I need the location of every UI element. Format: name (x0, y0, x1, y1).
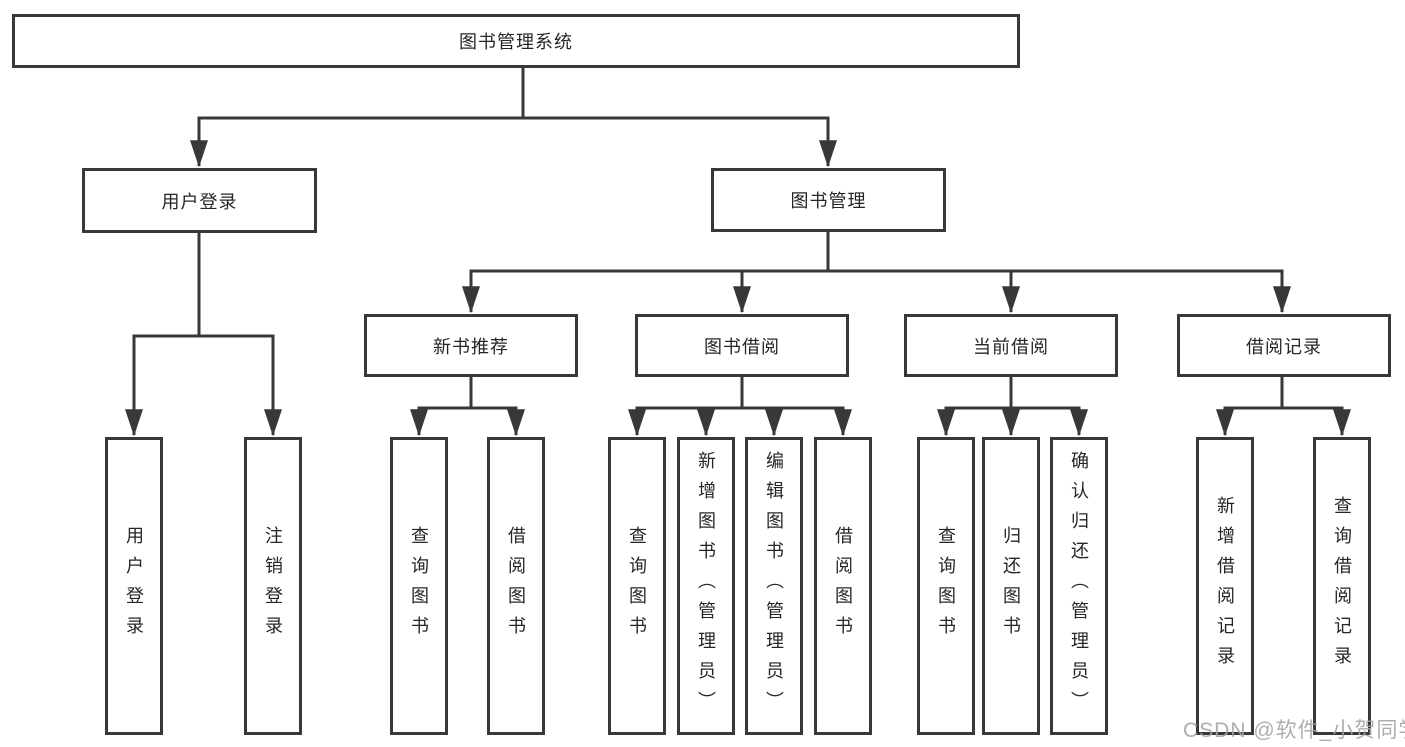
node-book-management-branch: 图书管理 (711, 168, 946, 232)
leaf-query-borrow-record: 查询借阅记录 (1313, 437, 1371, 735)
leaf-borrow-books: 借阅图书 (814, 437, 872, 735)
leaf-logout: 注销登录 (244, 437, 302, 735)
leaf-query-books-recommend: 查询图书 (390, 437, 448, 735)
leaf-user-login: 用户登录 (105, 437, 163, 735)
node-borrowing-records: 借阅记录 (1177, 314, 1391, 377)
csdn-watermark: CSDN @软件_小贺同学 (1183, 719, 1405, 742)
leaf-edit-book-admin: 编辑图书（管理员） (745, 437, 803, 735)
node-library-management-system: 图书管理系统 (12, 14, 1020, 68)
node-user-login-branch: 用户登录 (82, 168, 317, 233)
node-current-borrowing: 当前借阅 (904, 314, 1118, 377)
leaf-query-books-borrow: 查询图书 (608, 437, 666, 735)
leaf-confirm-return-admin: 确认归还（管理员） (1050, 437, 1108, 735)
node-new-book-recommendation: 新书推荐 (364, 314, 578, 377)
leaf-return-books: 归还图书 (982, 437, 1040, 735)
leaf-add-book-admin: 新增图书（管理员） (677, 437, 735, 735)
leaf-query-books-current: 查询图书 (917, 437, 975, 735)
leaf-add-borrow-record: 新增借阅记录 (1196, 437, 1254, 735)
leaf-borrow-books-recommend: 借阅图书 (487, 437, 545, 735)
node-book-borrowing: 图书借阅 (635, 314, 849, 377)
